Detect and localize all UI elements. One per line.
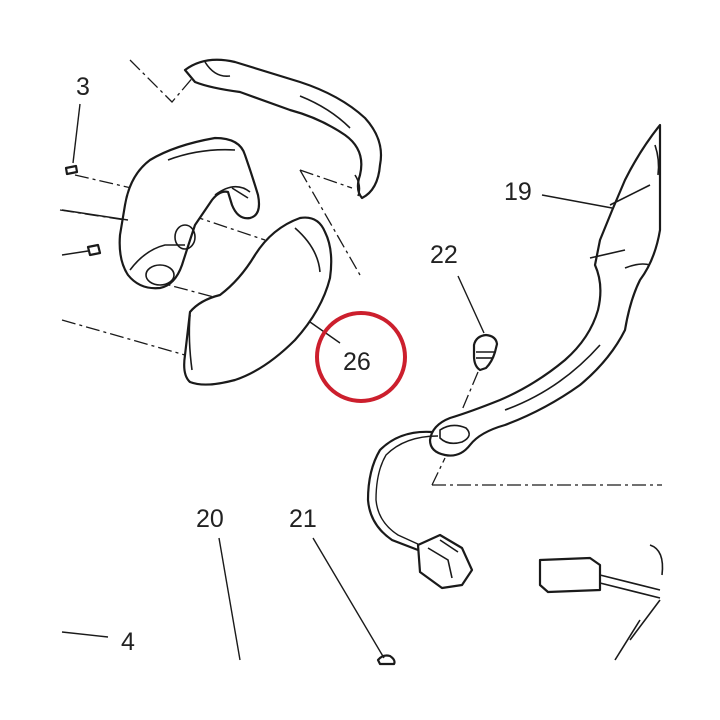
- bolt-part-22: [472, 333, 499, 372]
- callout-4: 4: [121, 628, 135, 656]
- wire-harness-part: [366, 430, 474, 590]
- side-connector-part: [538, 544, 664, 661]
- small-screw-part: [61, 243, 102, 257]
- callout-22: 22: [430, 241, 458, 269]
- upper-lever-part: [183, 58, 383, 200]
- pin-part-3: [64, 103, 81, 176]
- callout-20: 20: [196, 505, 224, 533]
- bottom-screw-part-21: [376, 654, 396, 666]
- hand-guard-cover-part-26: [183, 216, 333, 386]
- callout-labels: 3 19 22 26 20 21 4: [76, 73, 532, 656]
- callout-3: 3: [76, 73, 90, 101]
- bracket-housing-part: [118, 136, 261, 290]
- callout-21: 21: [289, 505, 317, 533]
- lever-arm-part-19: [428, 123, 662, 457]
- callout-19: 19: [504, 178, 532, 206]
- highlight-circle: [315, 311, 407, 403]
- callout-26: 26: [343, 348, 371, 376]
